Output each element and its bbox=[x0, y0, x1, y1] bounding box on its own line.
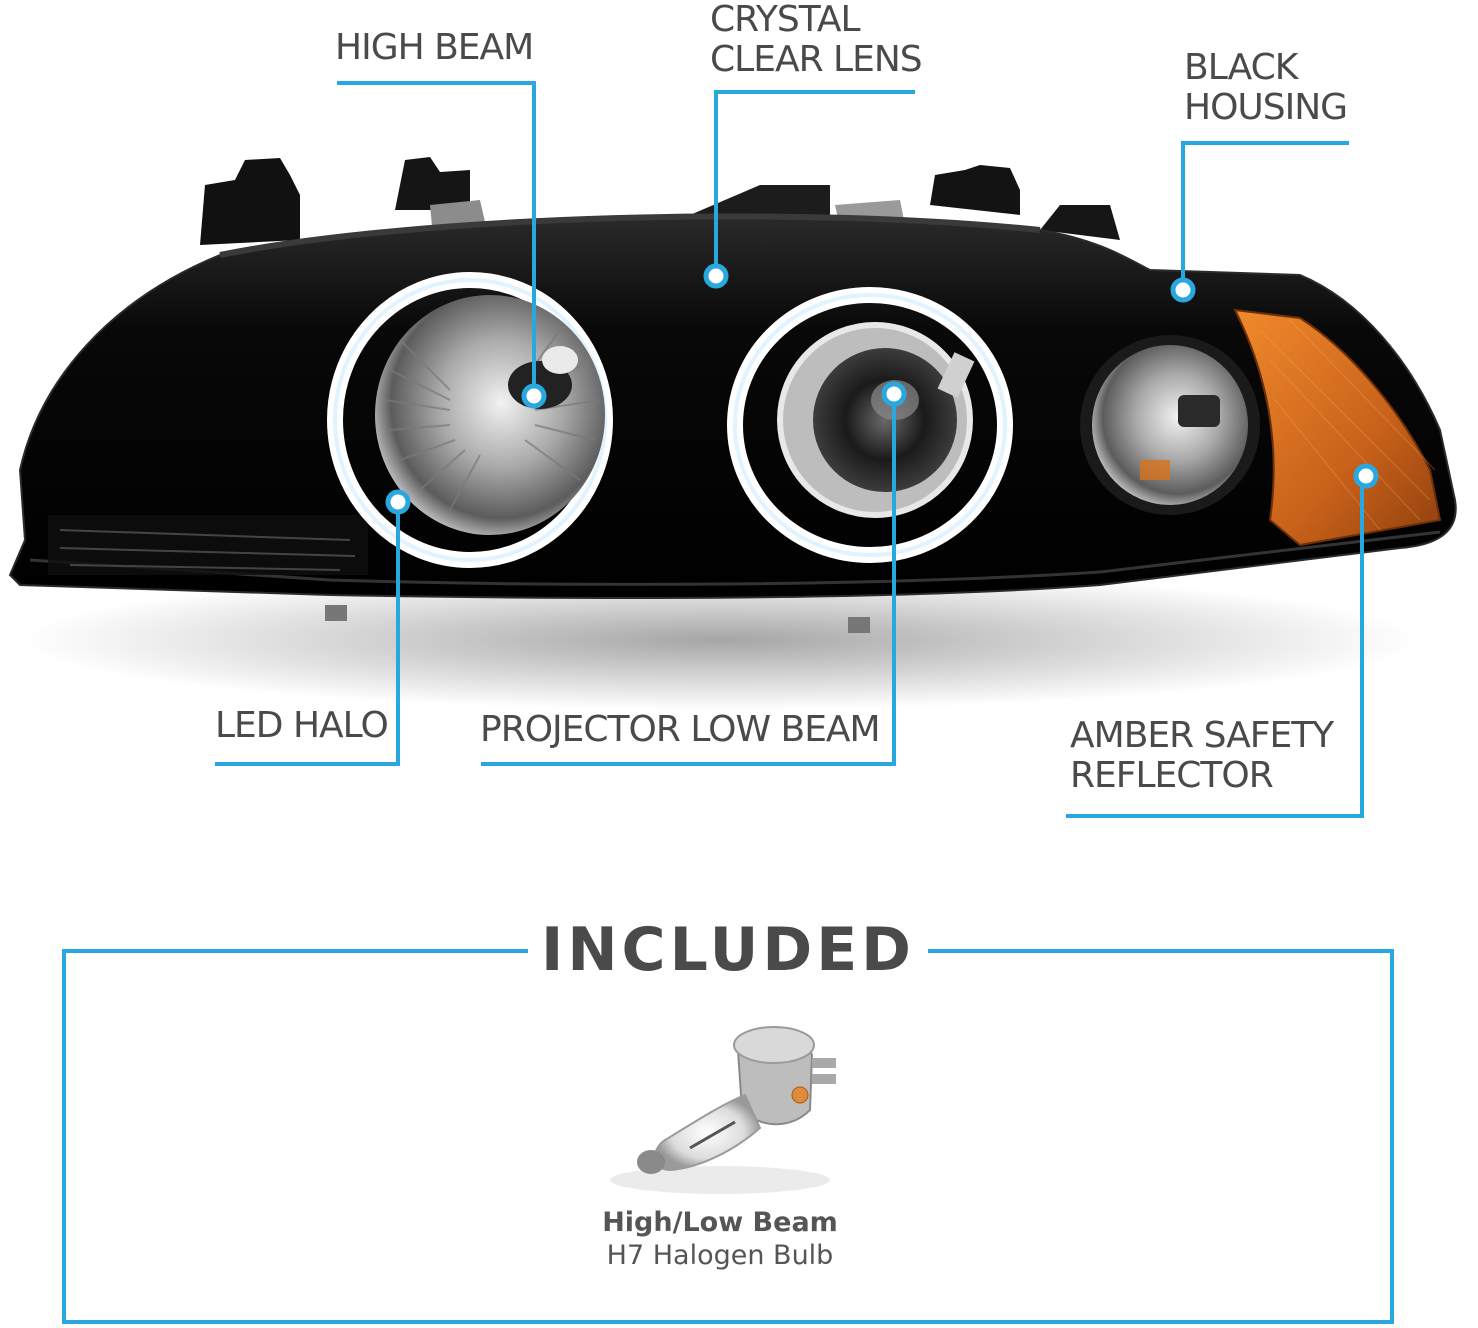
callout-crystal-clear-lens: CRYSTAL CLEAR LENS bbox=[710, 0, 923, 80]
callout-high-beam: HIGH BEAM bbox=[335, 27, 534, 68]
callout-amber-safety-reflector: AMBER SAFETY REFLECTOR bbox=[1070, 715, 1334, 796]
callout-black-housing: BLACK HOUSING bbox=[1184, 47, 1348, 128]
included-item-detail: H7 Halogen Bulb bbox=[606, 1240, 834, 1271]
included-title: INCLUDED bbox=[541, 915, 915, 985]
h7-bulb-illustration bbox=[610, 1026, 836, 1194]
callout-projector-low-beam: PROJECTOR LOW BEAM bbox=[480, 709, 881, 750]
included-item-name: High/Low Beam bbox=[602, 1207, 838, 1238]
included-item-caption: High/Low Beam H7 Halogen Bulb bbox=[520, 1206, 920, 1272]
callout-led-halo: LED HALO bbox=[215, 705, 389, 746]
